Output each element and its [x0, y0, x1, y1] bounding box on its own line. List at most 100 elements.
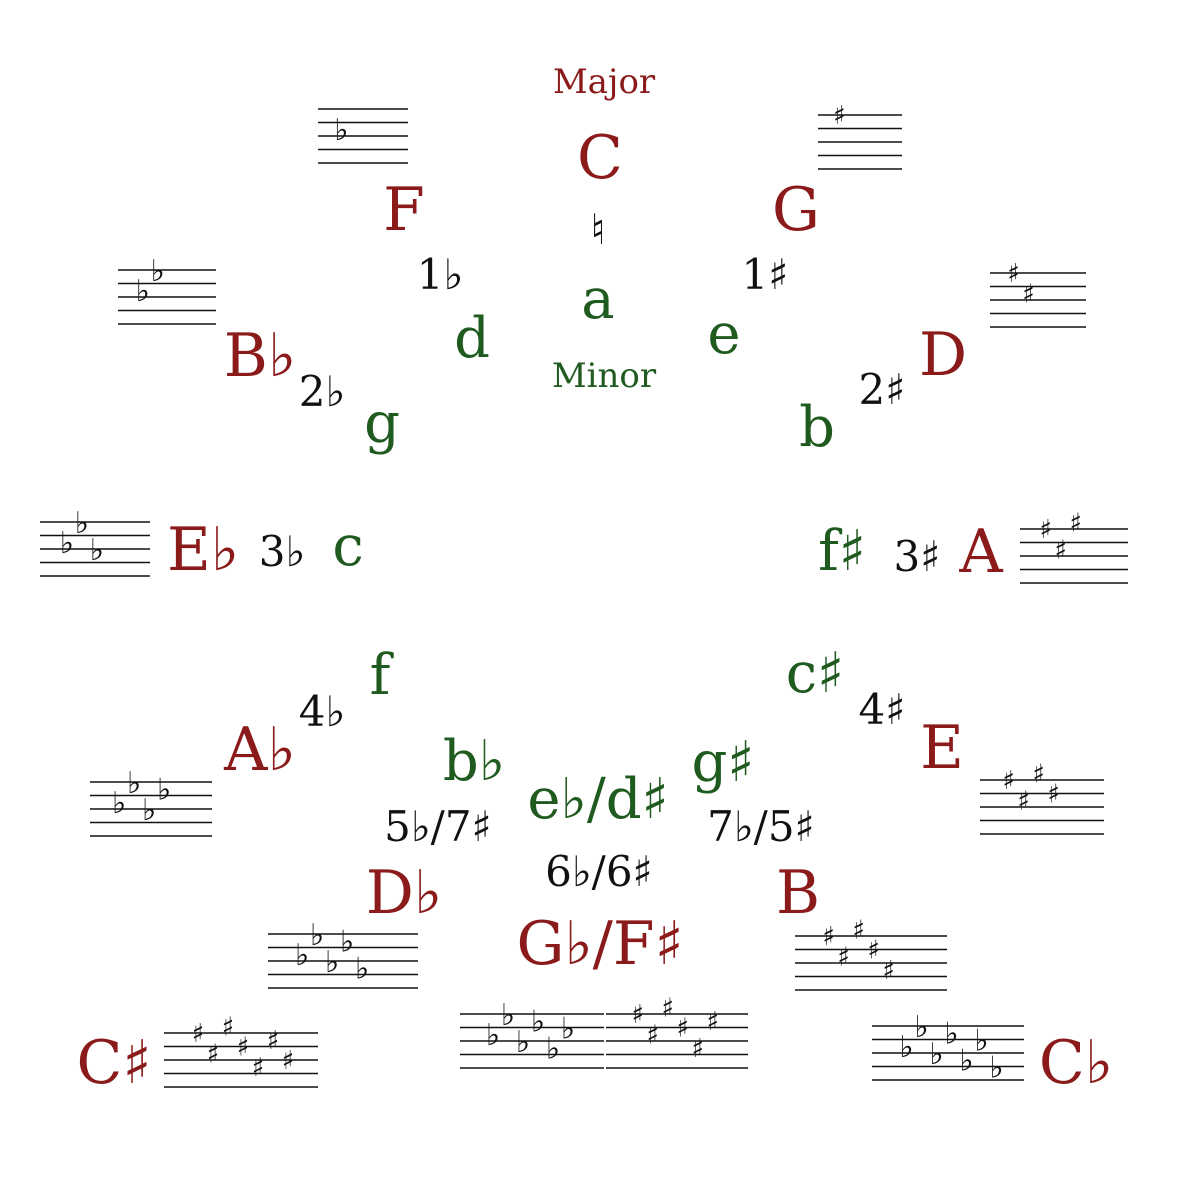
sharp-icon: ♯: [692, 1034, 705, 1064]
flat-icon: ♭: [531, 1005, 545, 1040]
staff-B: ♯♯♯♯♯: [795, 915, 947, 991]
sharp-icon: ♯: [662, 993, 675, 1023]
signature-3-flats: 3♭: [258, 527, 306, 576]
signature-4-flats: 4♭: [298, 687, 346, 736]
minor-key-b: b: [799, 395, 835, 460]
major-key-bb: B♭: [223, 321, 297, 391]
flat-icon: ♭: [974, 1023, 988, 1058]
sharp-icon: ♯: [647, 1020, 660, 1050]
major-key-c: C: [577, 123, 623, 193]
flat-icon: ♭: [989, 1050, 1003, 1085]
staff-Cb: ♭♭♭♭♭♭♭: [872, 1010, 1024, 1085]
major-key-b: B: [775, 858, 821, 928]
flat-icon: ♭: [60, 526, 74, 561]
staff-Gb: ♭♭♭♭♭♭: [460, 998, 604, 1069]
staff-G: ♯: [818, 101, 902, 170]
sharp-icon: ♯: [837, 942, 850, 972]
staff-Cs: ♯♯♯♯♯♯♯: [164, 1012, 318, 1088]
sharp-icon: ♯: [282, 1046, 295, 1076]
major-key-d: D: [918, 320, 968, 390]
sharp-icon: ♯: [1054, 535, 1067, 565]
signature-1-sharp: 1♯: [741, 250, 789, 299]
flat-icon: ♭: [355, 952, 369, 987]
major-key-a: A: [959, 517, 1003, 587]
flat-icon: ♭: [75, 506, 89, 541]
major-key-eb: E♭: [166, 515, 240, 585]
major-key-e: E: [920, 713, 964, 783]
signature-1-flat: 1♭: [416, 250, 464, 299]
sharp-icon: ♯: [1017, 786, 1030, 816]
staff-Bb: ♭♭: [118, 254, 216, 325]
flat-icon: ♭: [959, 1044, 973, 1079]
sharp-icon: ♯: [882, 956, 895, 986]
flat-icon: ♭: [561, 1011, 575, 1046]
sharp-icon: ♯: [207, 1039, 220, 1069]
flat-icon: ♭: [151, 254, 165, 289]
sharp-icon: ♯: [237, 1033, 250, 1063]
flat-icon: ♭: [142, 793, 156, 828]
minor-key-d: d: [454, 306, 490, 371]
flat-icon: ♭: [340, 925, 354, 960]
sharp-icon: ♯: [192, 1019, 205, 1049]
major-key-cb: C♭: [1038, 1028, 1114, 1098]
flat-icon: ♭: [944, 1017, 958, 1052]
signature-natural: ♮: [590, 205, 606, 254]
sharp-icon: ♯: [822, 922, 835, 952]
minor-key-bb: b♭: [442, 729, 506, 794]
flat-icon: ♭: [546, 1032, 560, 1067]
major-key-db: D♭: [365, 858, 443, 928]
signature-2-flats: 2♭: [298, 367, 346, 416]
sharp-icon: ♯: [1039, 515, 1052, 545]
major-key-f: F: [383, 175, 425, 245]
sharp-icon: ♯: [267, 1026, 280, 1056]
staff-E: ♯♯♯♯: [980, 759, 1104, 835]
minor-key-fs: f♯: [818, 519, 866, 584]
sharp-icon: ♯: [1032, 759, 1045, 789]
sharp-icon: ♯: [707, 1007, 720, 1037]
staff-Ab: ♭♭♭♭: [90, 766, 212, 837]
major-key-g: G: [772, 175, 820, 245]
signature-2-sharps: 2♯: [858, 365, 906, 414]
major-label: Major: [552, 62, 656, 102]
flat-icon: ♭: [325, 945, 339, 980]
minor-key-gs: g♯: [691, 730, 755, 795]
sharp-icon: ♯: [222, 1012, 235, 1042]
staff-Fs: ♯♯♯♯♯♯: [606, 993, 748, 1069]
sharp-icon: ♯: [833, 101, 846, 131]
flat-icon: ♭: [899, 1030, 913, 1065]
major-key-ab: A♭: [224, 715, 296, 785]
minor-key-a: a: [581, 267, 615, 332]
staff-Db: ♭♭♭♭♭: [268, 918, 418, 989]
sharp-icon: ♯: [852, 915, 865, 945]
flat-icon: ♭: [157, 773, 171, 808]
flat-icon: ♭: [310, 918, 324, 953]
minor-key-g: g: [364, 391, 400, 456]
staff-F: ♭: [318, 108, 408, 164]
flat-icon: ♭: [486, 1018, 500, 1053]
sharp-icon: ♯: [1007, 259, 1020, 289]
signature-3-sharps: 3♯: [893, 532, 941, 581]
flat-icon: ♭: [334, 113, 348, 148]
sharp-icon: ♯: [1069, 508, 1082, 538]
minor-label: Minor: [551, 356, 657, 396]
sharp-icon: ♯: [677, 1014, 690, 1044]
major-key-cs: C♯: [76, 1028, 152, 1098]
flat-icon: ♭: [90, 533, 104, 568]
signature-4-sharps: 4♯: [858, 685, 906, 734]
sharp-icon: ♯: [252, 1053, 265, 1083]
staff-D: ♯♯: [990, 259, 1086, 328]
flat-icon: ♭: [295, 938, 309, 973]
major-key-gb-fs: G♭/F♯: [516, 909, 684, 979]
sharp-icon: ♯: [632, 1000, 645, 1030]
staff-Eb: ♭♭♭: [40, 506, 150, 577]
flat-icon: ♭: [516, 1025, 530, 1060]
sharp-icon: ♯: [1022, 279, 1035, 309]
flat-icon: ♭: [112, 786, 126, 821]
flat-icon: ♭: [501, 998, 515, 1033]
signature-7-flats-5-sharps: 7♭/5♯: [707, 802, 815, 851]
minor-key-eb-ds: e♭/d♯: [527, 767, 669, 832]
sharp-icon: ♯: [867, 936, 880, 966]
signature-5-flats-7-sharps: 5♭/7♯: [384, 802, 492, 851]
flat-icon: ♭: [914, 1010, 928, 1045]
staff-A: ♯♯♯: [1020, 508, 1128, 584]
